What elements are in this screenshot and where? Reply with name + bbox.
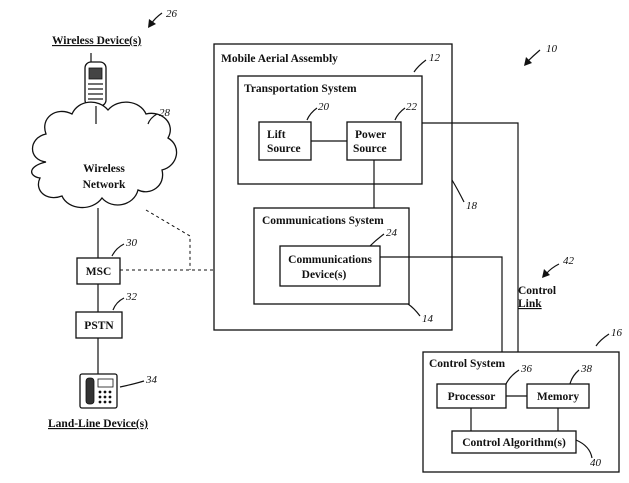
lift-source-label-1: Lift bbox=[267, 129, 286, 141]
desk-phone-icon bbox=[79, 373, 118, 409]
memory-ref: 38 bbox=[580, 363, 593, 375]
landline-devices-ref: 34 bbox=[145, 374, 158, 386]
control-link-label-1: Control bbox=[518, 285, 556, 297]
communications-system-label: Communications System bbox=[262, 215, 384, 227]
processor-leader bbox=[505, 369, 520, 385]
wireless-network: Wireless Network 28 bbox=[31, 101, 178, 209]
wireless-devices-label: Wireless Device(s) bbox=[52, 35, 141, 47]
communications-device-box bbox=[279, 245, 381, 287]
link-leader bbox=[451, 179, 465, 203]
pstn-ref: 32 bbox=[125, 291, 138, 303]
wireless-network-label-2: Network bbox=[83, 179, 126, 191]
control-algorithm-ref: 40 bbox=[590, 457, 602, 469]
pstn-box bbox=[75, 311, 123, 339]
msc-group: MSC 30 bbox=[76, 208, 138, 285]
communications-system-ref: 14 bbox=[422, 313, 434, 325]
control-link-label-2: Link bbox=[518, 298, 542, 310]
lift-source-label-2: Source bbox=[267, 143, 301, 155]
mobile-aerial-assembly-ref: 12 bbox=[429, 52, 441, 64]
wireless-network-cloud bbox=[31, 101, 178, 209]
control-link-ref: 42 bbox=[563, 255, 575, 267]
power-source-box bbox=[346, 121, 402, 161]
wireless-devices-group: 26 Wireless Device(s) bbox=[52, 8, 178, 107]
control-link-ref-arrowhead bbox=[542, 269, 550, 278]
communications-system-leader bbox=[407, 303, 421, 317]
wireless-devices-ref: 26 bbox=[166, 8, 178, 20]
control-algorithm-box bbox=[451, 430, 577, 454]
power-source-label-1: Power bbox=[355, 129, 386, 141]
pstn-leader bbox=[112, 297, 125, 311]
control-algorithm-label: Control Algorithm(s) bbox=[462, 437, 566, 449]
landline-leader bbox=[119, 380, 145, 388]
link-ref: 18 bbox=[466, 200, 478, 212]
memory-label: Memory bbox=[537, 391, 579, 403]
power-source-label-2: Source bbox=[353, 143, 387, 155]
msc-leader bbox=[111, 243, 125, 257]
wireless-network-label-1: Wireless bbox=[83, 163, 125, 175]
lift-source-ref: 20 bbox=[318, 101, 330, 113]
memory-leader bbox=[569, 369, 580, 385]
control-system-ref: 16 bbox=[611, 327, 623, 339]
figure-ref-number: 10 bbox=[546, 43, 558, 55]
communications-device-ref: 24 bbox=[386, 227, 398, 239]
transport-control-link bbox=[422, 122, 519, 360]
power-source-leader bbox=[394, 107, 406, 121]
communications-device-leader bbox=[369, 233, 385, 247]
figure-ref-10: 10 bbox=[524, 43, 558, 66]
control-system-leader bbox=[595, 333, 610, 347]
pstn-label: PSTN bbox=[84, 320, 114, 332]
control-link-lines: 18 Control Link 42 bbox=[380, 122, 575, 360]
msc-label: MSC bbox=[86, 266, 112, 278]
landline-devices-group: 34 Land-Line Device(s) bbox=[48, 373, 158, 430]
mobile-aerial-assembly-label: Mobile Aerial Assembly bbox=[221, 53, 338, 65]
communications-device-label-1: Communications bbox=[288, 254, 372, 266]
memory-box bbox=[526, 383, 590, 409]
comm-control-link bbox=[380, 256, 503, 360]
msc-box bbox=[76, 257, 121, 285]
network-comm-dashed-link bbox=[145, 209, 191, 270]
lift-source-box bbox=[258, 121, 312, 161]
control-algorithm-leader bbox=[575, 439, 593, 459]
control-system: Control System 16 Processor 36 Memory 38… bbox=[422, 327, 623, 473]
wireless-network-ref: 28 bbox=[159, 107, 171, 119]
power-source-ref: 22 bbox=[406, 101, 418, 113]
mobile-aerial-assembly-leader bbox=[413, 59, 427, 73]
lift-source-leader bbox=[306, 107, 318, 121]
figure-ref-arrowhead bbox=[524, 57, 532, 66]
communications-device-label-2: Device(s) bbox=[302, 269, 347, 281]
landline-devices-label: Land-Line Device(s) bbox=[48, 418, 148, 430]
pstn-group: PSTN 32 bbox=[75, 284, 138, 374]
communications-system: Communications System Communications Dev… bbox=[253, 207, 434, 325]
processor-ref: 36 bbox=[520, 363, 533, 375]
control-system-label: Control System bbox=[429, 358, 506, 370]
processor-label: Processor bbox=[448, 391, 496, 403]
mobile-phone-icon bbox=[84, 53, 107, 107]
wireless-network-leader bbox=[147, 113, 158, 125]
transportation-system: Transportation System Lift Source 20 Pow… bbox=[237, 75, 423, 185]
msc-ref: 30 bbox=[125, 237, 138, 249]
transportation-system-label: Transportation System bbox=[244, 83, 357, 95]
wireless-devices-ref-arrowhead bbox=[148, 19, 156, 28]
control-link-ref-arrow bbox=[545, 263, 560, 275]
